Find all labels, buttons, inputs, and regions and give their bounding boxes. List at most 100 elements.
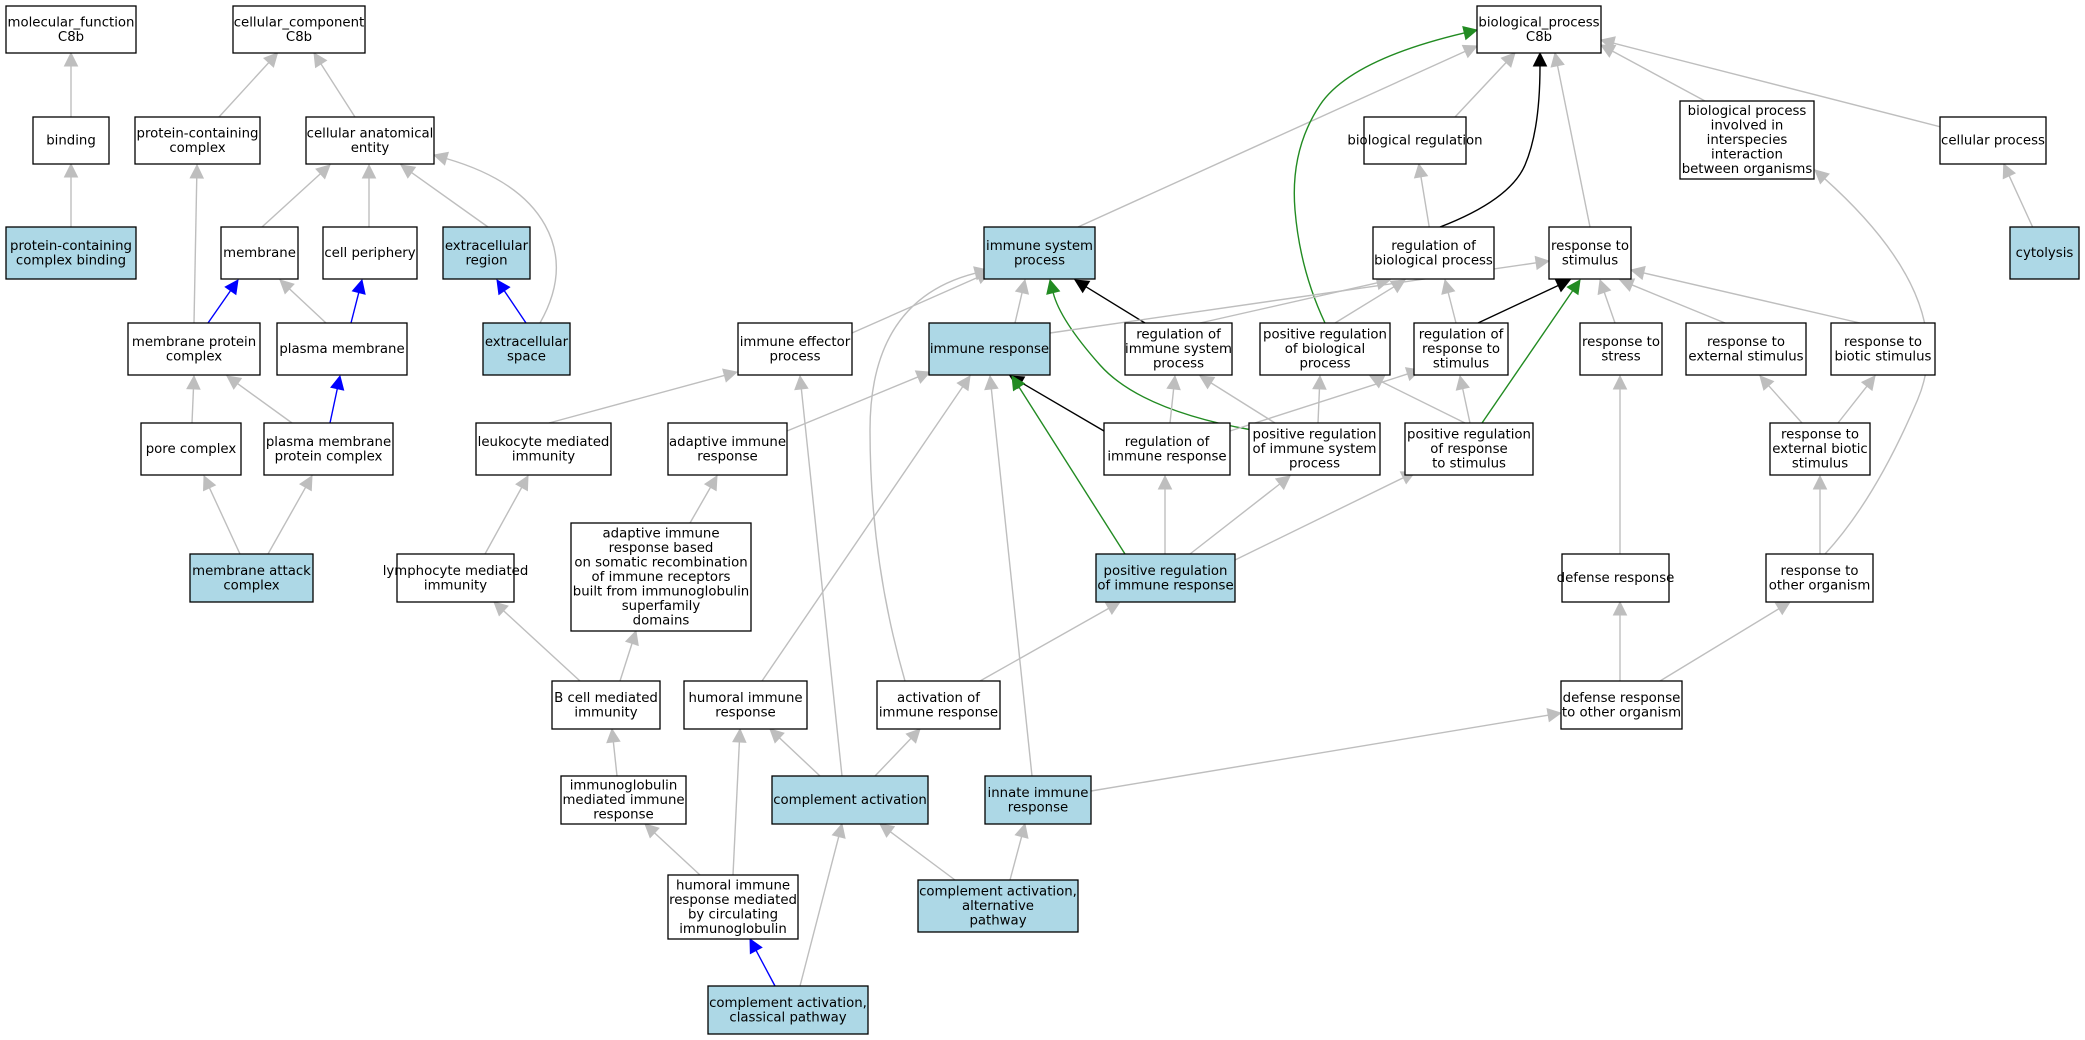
term-node-cperi[interactable]: cell periphery [322,226,418,280]
term-box [263,422,394,476]
term-box [570,522,752,632]
term-label-line: complex [169,141,225,156]
edge-rtes-to-rts [1618,278,1726,324]
edge-arrowhead [1166,374,1181,391]
term-node-cytolysis[interactable]: cytolysis [2009,226,2080,280]
term-label-line: alternative [962,899,1034,914]
term-box [5,226,137,280]
term-box [1124,322,1233,376]
term-node-pm[interactable]: plasma membrane [276,322,408,376]
edge-line [1477,284,1559,324]
term-node-breg[interactable]: biological regulation [1347,116,1483,165]
edge-rtbs-to-rts [1629,265,1861,324]
edge-rtoo-to-bpii [1814,169,1929,555]
term-node-porec[interactable]: pore complex [140,422,242,476]
term-label-line: complex [166,349,222,364]
edge-arrowhead [1599,36,1616,51]
term-label-line: adaptive immune [669,435,786,450]
edge-line [1090,714,1549,792]
term-label-line: protein-containing [10,239,132,254]
term-box [1413,322,1509,376]
edge-line [1020,381,1105,432]
term-label-line: immune effector [740,335,851,350]
edge-arrowhead [1566,279,1581,296]
term-box [771,775,929,825]
edge-mac-to-pmpc [267,475,313,555]
term-node-binding[interactable]: binding [32,116,110,165]
term-box [876,680,1001,730]
term-node-cp[interactable]: cellular process [1939,116,2047,165]
edge-line [761,386,964,682]
edge-arrowhead [1814,169,1830,185]
term-node-defr[interactable]: defense response [1557,553,1675,603]
edge-arrowhead [722,368,739,383]
edge-pcc-to-cc [218,52,279,118]
term-node-compact[interactable]: complement activation [771,775,929,825]
edge-mpc-to-membrane [207,279,239,324]
edge-arrowhead [263,52,279,68]
term-label-line: on somatic recombination [574,556,747,571]
term-label-line: region [465,253,507,268]
edge-line [208,487,241,555]
term-label-line: between organisms [1682,162,1813,177]
term-node-ir[interactable]: immune response [928,322,1051,376]
edge-line [261,173,321,228]
term-box [232,5,366,54]
edge-line [851,276,979,334]
term-node-membrane[interactable]: membrane [220,226,299,280]
term-label-line: lymphocyte mediated [383,564,529,579]
term-box [220,226,299,280]
term-label-line: innate immune [988,786,1089,801]
term-box [551,680,661,730]
term-box [1769,422,1871,476]
edge-line [289,288,327,324]
term-label-line: binding [46,134,96,149]
term-label-line: to stimulus [1432,457,1506,472]
term-node-cacl[interactable]: complement activation,classical pathway [707,985,869,1035]
edge-arrowhead [1014,278,1030,295]
term-label-line: response based [609,541,714,556]
edge-line [503,290,527,324]
term-label-line: immunity [574,705,637,720]
